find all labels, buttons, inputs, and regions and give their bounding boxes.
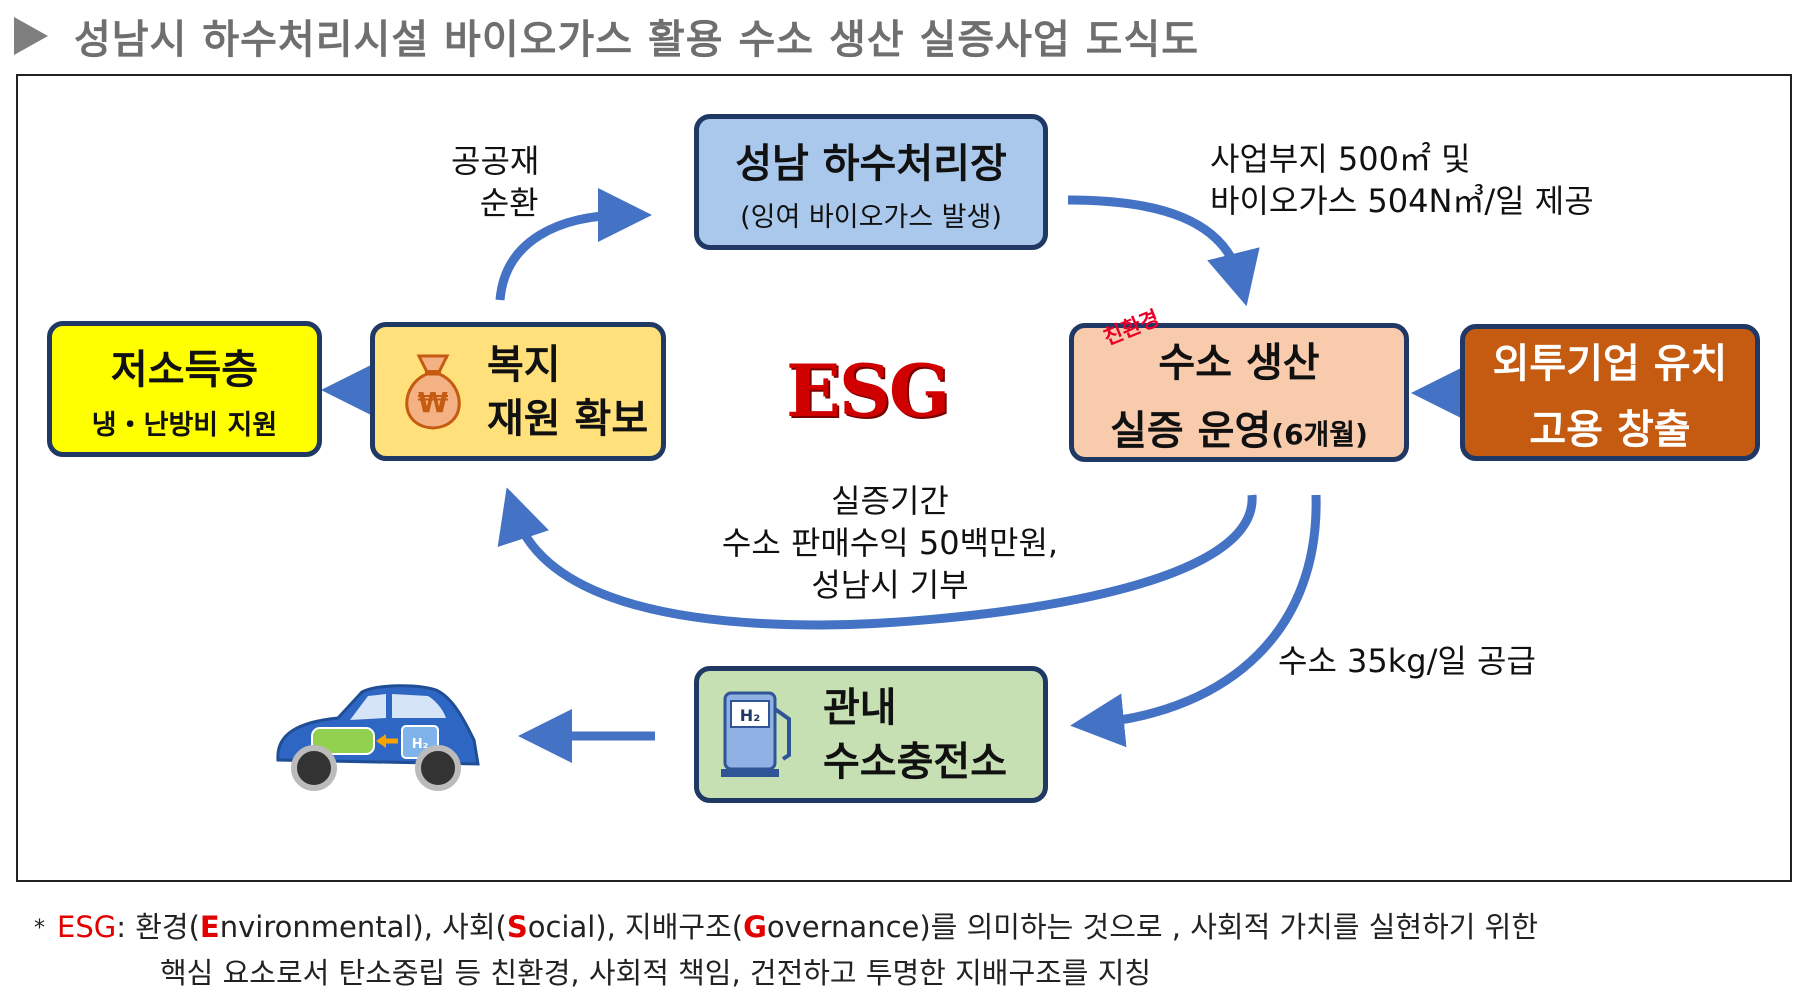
title-text: 성남시 하수처리시설 바이오가스 활용 수소 생산 실증사업 도식도 xyxy=(74,17,1200,63)
station-line1: 관내 xyxy=(823,684,897,731)
low-income-desc: 냉・난방비 지원 xyxy=(91,409,278,441)
title-triangle-icon xyxy=(14,17,48,55)
diagram-frame xyxy=(16,74,1792,882)
node-low-income: 저소득층 냉・난방비 지원 xyxy=(47,321,322,457)
label-public-goods: 공공재 순환 xyxy=(451,140,539,224)
page-title: 성남시 하수처리시설 바이오가스 활용 수소 생산 실증사업 도식도 xyxy=(14,6,1199,66)
footnote-part1: 환경( xyxy=(126,910,200,944)
public-goods-line1: 공공재 xyxy=(451,142,540,180)
hydrogen-pump-icon: H₂ xyxy=(719,685,803,785)
donation-line2: 수소 판매수익 50백만원, xyxy=(721,524,1059,562)
label-h2-supply: 수소 35kg/일 공급 xyxy=(1278,642,1536,680)
money-bag-symbol: ₩ xyxy=(418,386,449,419)
public-goods-line2: 순환 xyxy=(479,184,539,222)
production-line2: 실증 운영 xyxy=(1110,407,1272,454)
footnote-part2: nvironmental), 사회( xyxy=(219,910,507,944)
node-hydrogen-production: 친환경 수소 생산 실증 운영(6개월) xyxy=(1069,305,1409,462)
donation-line1: 실증기간 xyxy=(831,482,949,520)
company-line2: 고용 창출 xyxy=(1529,406,1691,453)
welfare-line1: 복지 xyxy=(487,341,561,388)
footnote-star: * xyxy=(34,916,45,941)
production-duration: (6개월) xyxy=(1271,417,1368,451)
node-welfare: ₩ 복지 재원 확보 xyxy=(370,322,666,461)
footnote-term: ESG xyxy=(57,910,117,944)
production-line1: 수소 생산 xyxy=(1158,339,1320,386)
esg-center-label: ESG xyxy=(786,348,950,433)
welfare-line2: 재원 확보 xyxy=(487,395,649,442)
site-supply-line2: 바이오가스 504N㎥/일 제공 xyxy=(1210,182,1594,220)
company-line1: 외투기업 유치 xyxy=(1492,340,1728,387)
site-supply-line1: 사업부지 500㎡ 및 xyxy=(1210,140,1471,178)
footnote-part4: overnance)를 의미하는 것으로 , 사회적 가치를 실현하기 위한 xyxy=(766,910,1539,944)
footnote-colon: : xyxy=(116,910,126,944)
footnote-letter-e: E xyxy=(199,910,220,944)
car-tank-label: H₂ xyxy=(412,737,429,752)
label-donation: 실증기간 수소 판매수익 50백만원, 성남시 기부 xyxy=(690,480,1090,606)
hydrogen-car-icon: H₂ xyxy=(268,678,488,802)
node-sewage-plant: 성남 하수처리장 (잉여 바이오가스 발생) xyxy=(694,114,1048,250)
station-line2: 수소충전소 xyxy=(823,738,1007,785)
footnote-line2: 핵심 요소로서 탄소중립 등 친환경, 사회적 책임, 건전하고 투명한 지배구… xyxy=(160,956,1152,990)
money-bag-icon: ₩ xyxy=(393,346,473,438)
node-charging-station: H₂ 관내 수소충전소 xyxy=(694,666,1048,803)
donation-line3: 성남시 기부 xyxy=(811,566,969,604)
label-site-supply: 사업부지 500㎡ 및 바이오가스 504N㎥/일 제공 xyxy=(1210,138,1594,222)
pump-label: H₂ xyxy=(740,706,760,725)
footnote-letter-g: G xyxy=(743,910,767,944)
plant-name: 성남 하수처리장 xyxy=(735,140,1007,187)
footnote-part3: ocial), 지배구조( xyxy=(527,910,744,944)
node-foreign-company: 외투기업 유치 고용 창출 xyxy=(1460,324,1760,461)
footnote: * ESG: 환경(Environmental), 사회(Social), 지배구… xyxy=(34,905,1538,995)
footnote-letter-s: S xyxy=(506,910,528,944)
plant-desc: (잉여 바이오가스 발생) xyxy=(740,201,1002,233)
low-income-title: 저소득층 xyxy=(110,346,259,393)
